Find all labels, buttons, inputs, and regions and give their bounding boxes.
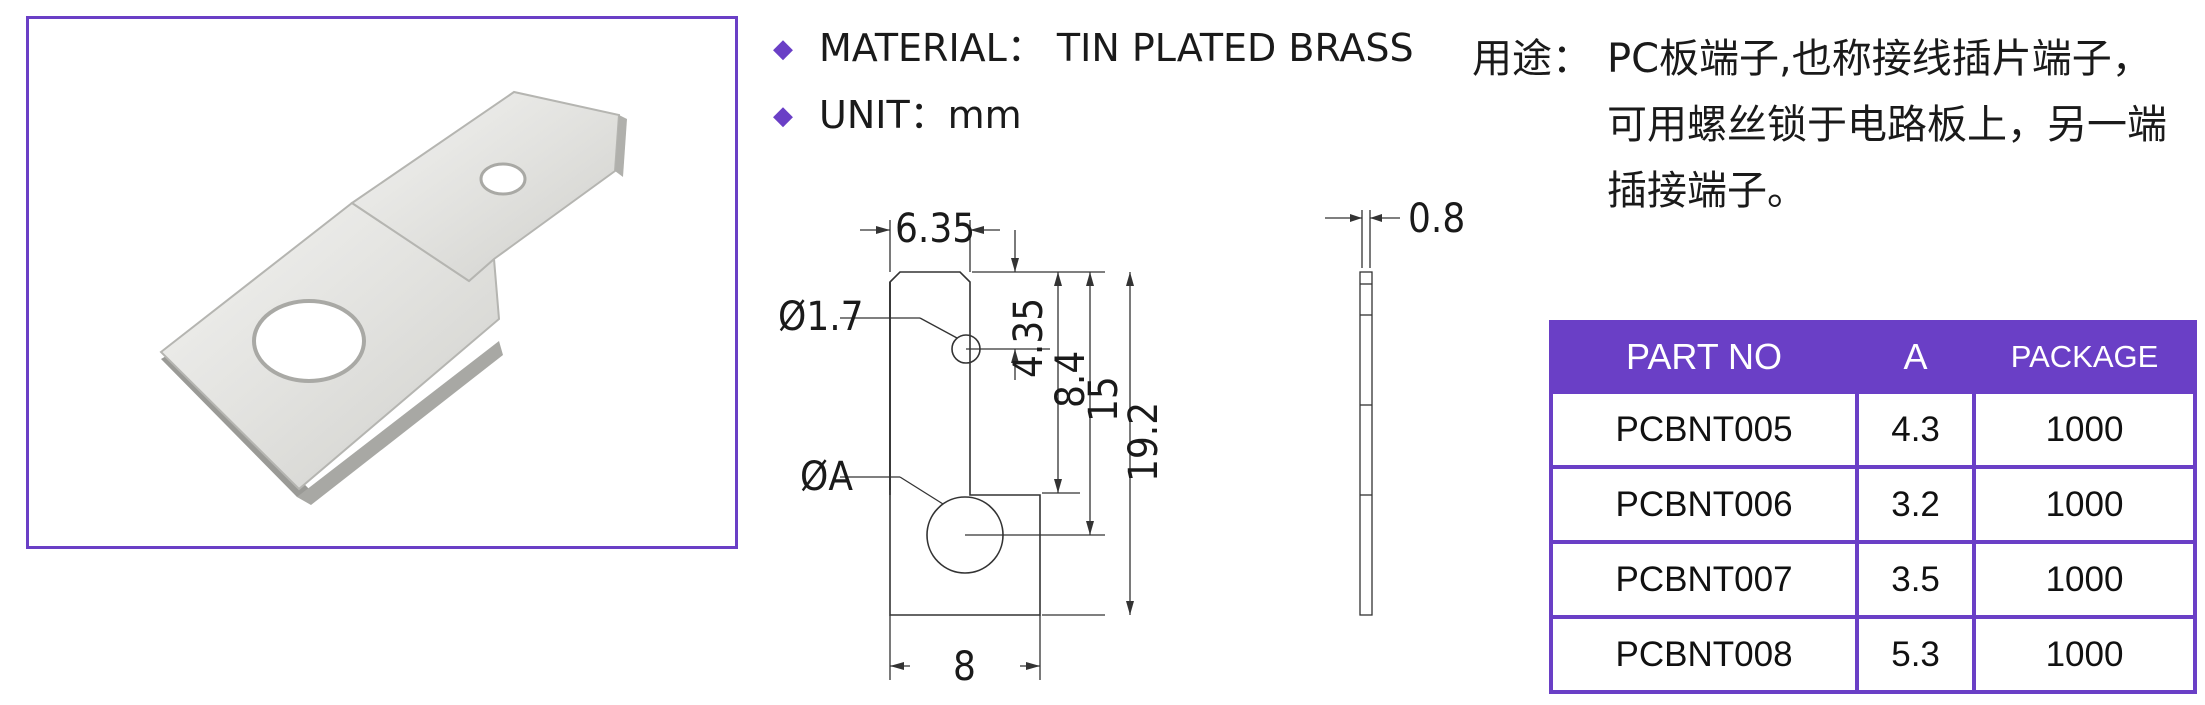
dim-width-bottom: 8 — [953, 644, 976, 690]
cell-package: 1000 — [1972, 465, 2197, 544]
usage-label: 用途： — [1472, 36, 1592, 82]
cell-a: 5.3 — [1855, 615, 1977, 694]
diamond-bullet-icon: ◆ — [773, 34, 793, 64]
terminal-outline — [889, 271, 1041, 616]
cell-part-no: PCBNT006 — [1548, 465, 1860, 544]
dim-hole-big: ØA — [800, 454, 853, 500]
material-text: MATERIAL： TIN PLATED BRASS — [819, 26, 1414, 70]
product-photo-frame — [26, 16, 738, 549]
cell-package: 1000 — [1972, 390, 2197, 469]
cell-a: 3.5 — [1855, 540, 1977, 619]
table-row: PCBNT006 3.2 1000 — [1548, 465, 2197, 544]
unit-spec: ◆ UNIT：mm — [773, 93, 1022, 138]
dim-total-length: 19.2 — [1121, 402, 1167, 482]
cell-part-no: PCBNT008 — [1548, 615, 1860, 694]
dim-width-top: 6.35 — [895, 206, 975, 252]
cell-package: 1000 — [1972, 540, 2197, 619]
header-a: A — [1855, 320, 1977, 394]
cell-a: 3.2 — [1855, 465, 1977, 544]
dim-hole-small: Ø1.7 — [778, 294, 864, 340]
dim-hole-position: 4.35 — [1006, 298, 1052, 378]
table-header-row: PART NO A PACKAGE — [1548, 320, 2197, 394]
technical-drawing: 6.35 Ø1.7 4.35 8.4 15 19.2 ØA 8 0.8 — [778, 196, 1465, 690]
header-package: PACKAGE — [1972, 320, 2197, 394]
usage-text: PC板端子,也称接线插片端子，可用螺丝锁于电路板上，另一端插接端子。 — [1607, 36, 2167, 214]
material-spec: ◆ MATERIAL： TIN PLATED BRASS — [773, 26, 1414, 71]
table-row: PCBNT008 5.3 1000 — [1548, 615, 2197, 694]
header-part-no: PART NO — [1548, 320, 1860, 394]
terminal-photo — [159, 90, 627, 505]
unit-text: UNIT：mm — [819, 93, 1022, 137]
large-hole — [252, 299, 366, 383]
table-row: PCBNT005 4.3 1000 — [1548, 390, 2197, 469]
parts-table: PART NO A PACKAGE PCBNT005 4.3 1000 PCBN… — [1548, 320, 2197, 694]
diamond-bullet-icon: ◆ — [773, 101, 793, 131]
cell-part-no: PCBNT005 — [1548, 390, 1860, 469]
cell-part-no: PCBNT007 — [1548, 540, 1860, 619]
dim-thickness: 0.8 — [1408, 196, 1465, 242]
dim-tab-length: 8.4 — [1048, 351, 1094, 408]
table-row: PCBNT007 3.5 1000 — [1548, 540, 2197, 619]
cell-package: 1000 — [1972, 615, 2197, 694]
dim-big-hole-position: 15 — [1081, 376, 1127, 422]
small-hole — [479, 162, 527, 196]
cell-a: 4.3 — [1855, 390, 1977, 469]
